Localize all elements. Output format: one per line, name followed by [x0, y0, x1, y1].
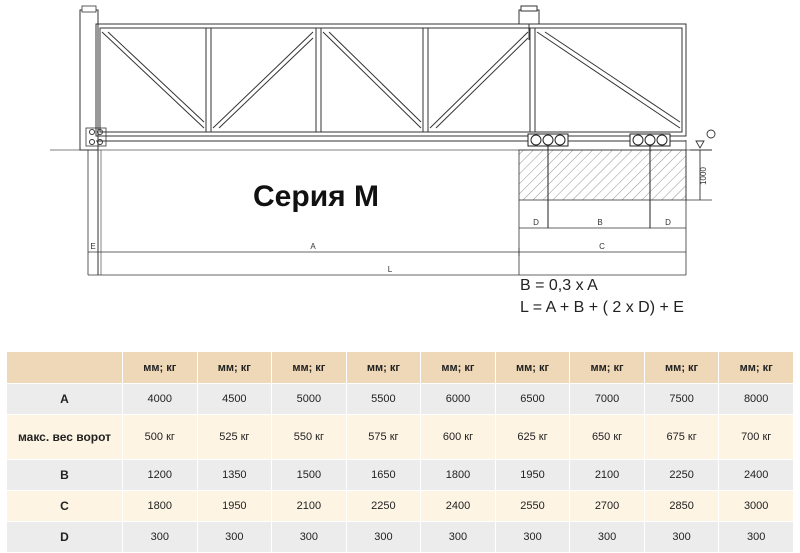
table-cell: 1800 [420, 459, 496, 491]
dimension-label-c: C [599, 242, 605, 251]
table-header-cell: мм; кг [569, 351, 645, 384]
table-cell: 2850 [643, 490, 720, 522]
table-header-row: мм; кг мм; кг мм; кг мм; кг мм; кг мм; к… [6, 351, 794, 384]
table-cell: 525 кг [196, 414, 273, 460]
row-label: A [6, 383, 123, 415]
table-cell: 1350 [196, 459, 273, 491]
dimension-label-d: D [665, 218, 671, 227]
table-header-cell: мм; кг [494, 351, 571, 384]
table-cell: 8000 [718, 383, 794, 415]
formula-b: B = 0,3 x A [520, 277, 598, 294]
table-row: C 1800 1950 2100 2250 2400 2550 2700 285… [6, 490, 794, 522]
table-cell: 600 кг [420, 414, 496, 460]
table-cell: 7000 [569, 383, 645, 415]
foundation-hatch [518, 149, 687, 201]
table-header-cell: мм; кг [345, 351, 422, 384]
table-cell: 300 [420, 521, 496, 553]
table-cell: 2400 [718, 459, 794, 491]
gate-drawing: 1000 D B D E A C L Серия М [50, 5, 716, 276]
roller-icon [629, 133, 671, 228]
row-label: макс. вес ворот [6, 414, 123, 460]
table-cell: 2250 [345, 490, 422, 522]
table-cell: 6000 [420, 383, 496, 415]
roller-icon [527, 133, 569, 228]
table-cell: 2100 [569, 459, 645, 491]
table-cell: 300 [494, 521, 571, 553]
table-row: D 300 300 300 300 300 300 300 300 300 [6, 521, 794, 553]
table-cell: 575 кг [345, 414, 422, 460]
dimension-eac [87, 150, 686, 275]
table-cell: 2100 [271, 490, 347, 522]
top-guide [518, 5, 540, 40]
table-cell: 5000 [271, 383, 347, 415]
table-cell: 3000 [718, 490, 794, 522]
table-header-cell: мм; кг [122, 351, 198, 384]
level-marker-icon [690, 129, 716, 200]
table-cell: 300 [271, 521, 347, 553]
dimension-label-a: A [310, 242, 316, 251]
table-cell: 300 [196, 521, 273, 553]
table-cell: 2700 [569, 490, 645, 522]
table-row: B 1200 1350 1500 1650 1800 1950 2100 225… [6, 459, 794, 491]
formula-l: L = A + B + ( 2 x D) + E [520, 299, 684, 316]
table-cell: 2550 [494, 490, 571, 522]
table-row: A 4000 4500 5000 5500 6000 6500 7000 750… [6, 383, 794, 415]
table-header-cell: мм; кг [196, 351, 273, 384]
dimension-label-b: B [597, 218, 602, 227]
dimension-label-d: D [533, 218, 539, 227]
table-row: макс. вес ворот 500 кг 525 кг 550 кг 575… [6, 414, 794, 460]
dimension-dbd [518, 140, 687, 275]
row-label: D [6, 521, 123, 553]
table-cell: 1200 [122, 459, 198, 491]
table-cell: 300 [643, 521, 720, 553]
dimension-label-l: L [388, 265, 393, 274]
table-cell: 2400 [420, 490, 496, 522]
table-cell: 4000 [122, 383, 198, 415]
table-cell: 300 [569, 521, 645, 553]
row-label: C [6, 490, 123, 522]
table-cell: 300 [718, 521, 794, 553]
table-header-cell: мм; кг [271, 351, 347, 384]
table-cell: 4500 [196, 383, 273, 415]
table-cell: 1800 [122, 490, 198, 522]
table-cell: 7500 [643, 383, 720, 415]
table-cell: 700 кг [718, 414, 794, 460]
table-header-cell: мм; кг [718, 351, 794, 384]
table-cell: 550 кг [271, 414, 347, 460]
table-cell: 625 кг [494, 414, 571, 460]
dimension-label-e: E [90, 242, 95, 251]
table-cell: 500 кг [122, 414, 198, 460]
table-cell: 650 кг [569, 414, 645, 460]
table-header-cell [6, 351, 123, 384]
gate-post [79, 9, 99, 151]
row-label: B [6, 459, 123, 491]
table-header-cell: мм; кг [420, 351, 496, 384]
table-header-cell: мм; кг [643, 351, 720, 384]
table-cell: 1950 [196, 490, 273, 522]
table-cell: 1500 [271, 459, 347, 491]
table-cell: 1650 [345, 459, 422, 491]
table-cell: 5500 [345, 383, 422, 415]
table-cell: 2250 [643, 459, 720, 491]
table-cell: 1950 [494, 459, 571, 491]
table-cell: 6500 [494, 383, 571, 415]
series-title: Серия М [253, 180, 379, 213]
table-cell: 300 [345, 521, 422, 553]
gate-frame [95, 23, 687, 142]
spec-table: мм; кг мм; кг мм; кг мм; кг мм; кг мм; к… [6, 351, 794, 553]
table-cell: 300 [122, 521, 198, 553]
height-dimension-label: 1000 [699, 167, 708, 185]
table-cell: 675 кг [643, 414, 720, 460]
